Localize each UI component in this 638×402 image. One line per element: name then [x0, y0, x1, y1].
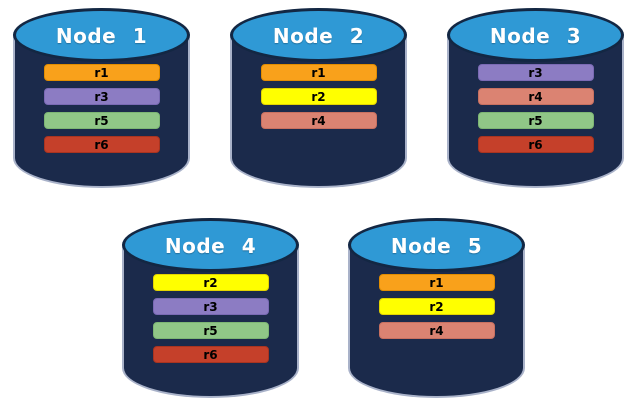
replica-label: r6 — [203, 347, 218, 362]
db-node: Node 1 r1 r3 r5 r6 — [13, 8, 190, 188]
replica-label: r1 — [311, 65, 326, 80]
replica-label: r2 — [311, 89, 326, 104]
replica-label: r4 — [528, 89, 543, 104]
database-cylinder-top: Node 2 — [230, 8, 407, 62]
replica-stack: r1 r3 r5 r6 — [43, 64, 160, 160]
replica-label: r6 — [94, 137, 109, 152]
replica-label: r3 — [203, 299, 218, 314]
database-cylinder-top: Node 1 — [13, 8, 190, 62]
replica-bar: r5 — [152, 322, 269, 339]
replica-bar: r3 — [152, 298, 269, 315]
node-title: Node 4 — [164, 233, 257, 258]
replica-bar: r4 — [378, 322, 495, 339]
db-node: Node 5 r1 r2 r4 — [348, 218, 525, 398]
replica-bar: r1 — [260, 64, 377, 81]
replica-label: r3 — [94, 89, 109, 104]
replica-bar: r2 — [378, 298, 495, 315]
replica-stack: r1 r2 r4 — [378, 274, 495, 346]
database-cylinder-top: Node 4 — [122, 218, 299, 272]
database-cylinder-top: Node 3 — [447, 8, 624, 62]
replica-bar: r6 — [43, 136, 160, 153]
replica-bar: r6 — [152, 346, 269, 363]
replica-bar: r2 — [152, 274, 269, 291]
node-title: Node 1 — [55, 23, 148, 48]
replica-bar: r3 — [43, 88, 160, 105]
replica-bar: r5 — [477, 112, 594, 129]
db-node: Node 2 r1 r2 r4 — [230, 8, 407, 188]
node-title: Node 2 — [272, 23, 365, 48]
database-cylinder-top: Node 5 — [348, 218, 525, 272]
db-node: Node 4 r2 r3 r5 r6 — [122, 218, 299, 398]
replica-label: r3 — [528, 65, 543, 80]
replica-bar: r4 — [477, 88, 594, 105]
replica-bar: r2 — [260, 88, 377, 105]
replica-label: r4 — [311, 113, 326, 128]
replica-bar: r3 — [477, 64, 594, 81]
replica-label: r2 — [203, 275, 218, 290]
replica-bar: r1 — [378, 274, 495, 291]
replica-stack: r2 r3 r5 r6 — [152, 274, 269, 370]
replica-label: r4 — [429, 323, 444, 338]
replica-label: r5 — [94, 113, 109, 128]
replica-bar: r5 — [43, 112, 160, 129]
replica-label: r2 — [429, 299, 444, 314]
node-title: Node 3 — [489, 23, 582, 48]
replica-bar: r1 — [43, 64, 160, 81]
replica-bar: r6 — [477, 136, 594, 153]
replica-label: r6 — [528, 137, 543, 152]
replica-label: r1 — [94, 65, 109, 80]
replica-bar: r4 — [260, 112, 377, 129]
node-title: Node 5 — [390, 233, 483, 258]
db-node: Node 3 r3 r4 r5 r6 — [447, 8, 624, 188]
replica-stack: r1 r2 r4 — [260, 64, 377, 136]
replica-label: r5 — [528, 113, 543, 128]
replica-stack: r3 r4 r5 r6 — [477, 64, 594, 160]
replica-label: r5 — [203, 323, 218, 338]
replica-label: r1 — [429, 275, 444, 290]
